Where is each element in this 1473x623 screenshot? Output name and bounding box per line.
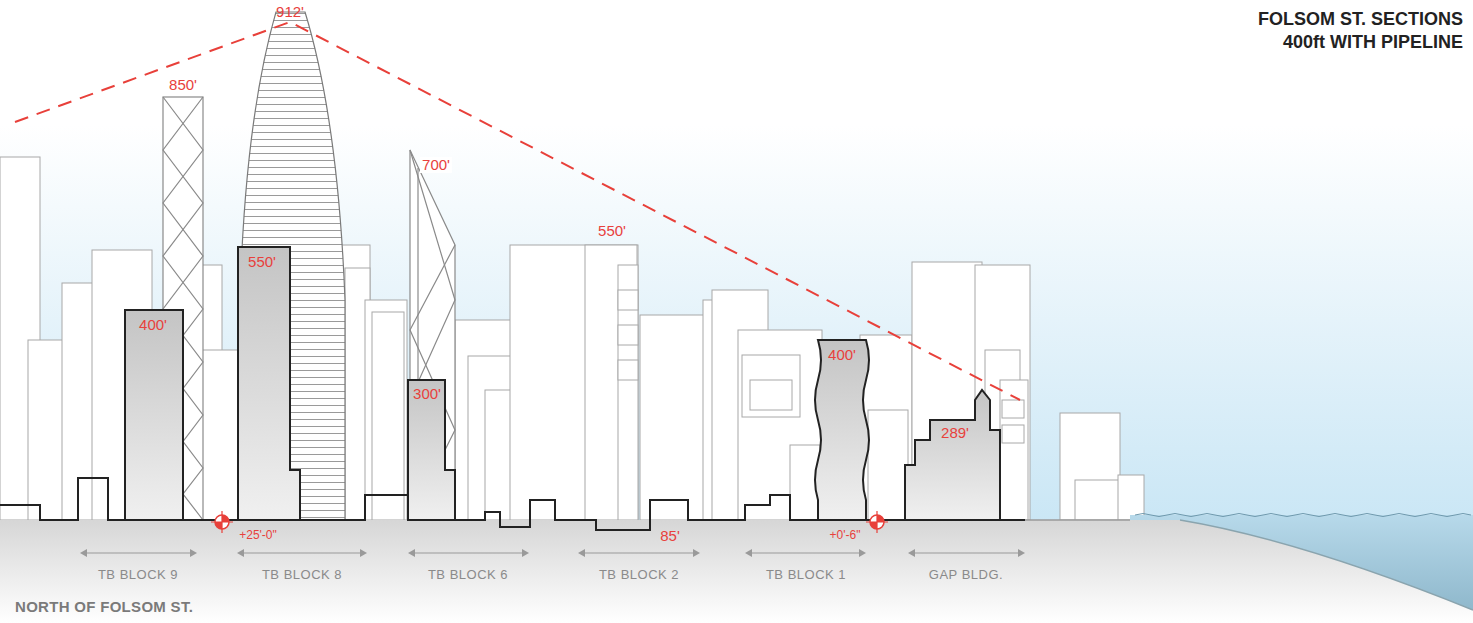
height-label: 85' [660,528,680,545]
extent-line [239,552,365,553]
diagram-title: FOLSOM ST. SECTIONS 400ft WITH PIPELINE [1238,8,1463,54]
block-label: TB BLOCK 9 [98,568,178,582]
extent-line [82,552,195,553]
block-label: TB BLOCK 2 [599,568,679,582]
building [200,350,240,520]
extent-line [580,552,698,553]
bay-water [1130,515,1473,610]
side-label: NORTH OF FOLSOM ST. [15,599,193,616]
height-label: 700' [420,157,452,174]
extent-line [747,552,864,553]
window-bay [750,380,792,410]
block-label: TB BLOCK 1 [766,568,846,582]
building [738,330,822,520]
building [365,300,407,520]
height-label: 400' [139,317,167,334]
water-waves [1135,514,1471,517]
building [585,245,637,520]
building [868,410,908,520]
block-label: GAP BLDG. [929,568,1003,582]
height-label: 850' [169,77,197,94]
height-envelope [15,22,1020,400]
height-label: 400' [828,347,856,364]
arrowhead [578,549,700,557]
ground-line [1025,519,1130,521]
window-bay [618,325,638,345]
window-bay [618,290,638,310]
height-label: 300' [413,386,441,403]
datum-marker [211,511,233,533]
cut-building [125,310,183,520]
building [618,265,638,520]
extent-arrows [80,549,1025,557]
cut-building [408,380,455,520]
extent-line [910,552,1023,553]
datum-marker [866,511,888,533]
arrowhead [745,549,866,557]
section-buildings [125,247,1000,520]
shoreline [1180,520,1473,610]
window-bay [1002,425,1024,443]
datum-cross [866,511,888,533]
arrowhead [408,549,529,557]
extent-line [410,552,527,553]
building [640,315,704,520]
datum-cross [211,511,233,533]
building [1000,380,1028,520]
arrowhead [80,549,197,557]
ground [0,520,1473,623]
block-label: TB BLOCK 8 [262,568,342,582]
height-label: 550' [598,223,626,240]
block-label: TB BLOCK 6 [428,568,508,582]
arrowhead [237,549,367,557]
datum-label: +0'-6" [830,529,861,542]
window-bay [618,360,638,380]
height-label: 289' [941,425,969,442]
building [372,312,404,520]
height-label: 912' [276,4,304,21]
window-bay [1002,400,1024,418]
cut-building [238,247,300,520]
height-label: 550' [248,254,276,271]
cut-building [815,340,869,520]
datum-label: +25'-0" [239,529,277,542]
arrowhead [908,549,1025,557]
building [742,355,800,417]
cut-building [905,390,1000,520]
building [510,245,638,520]
